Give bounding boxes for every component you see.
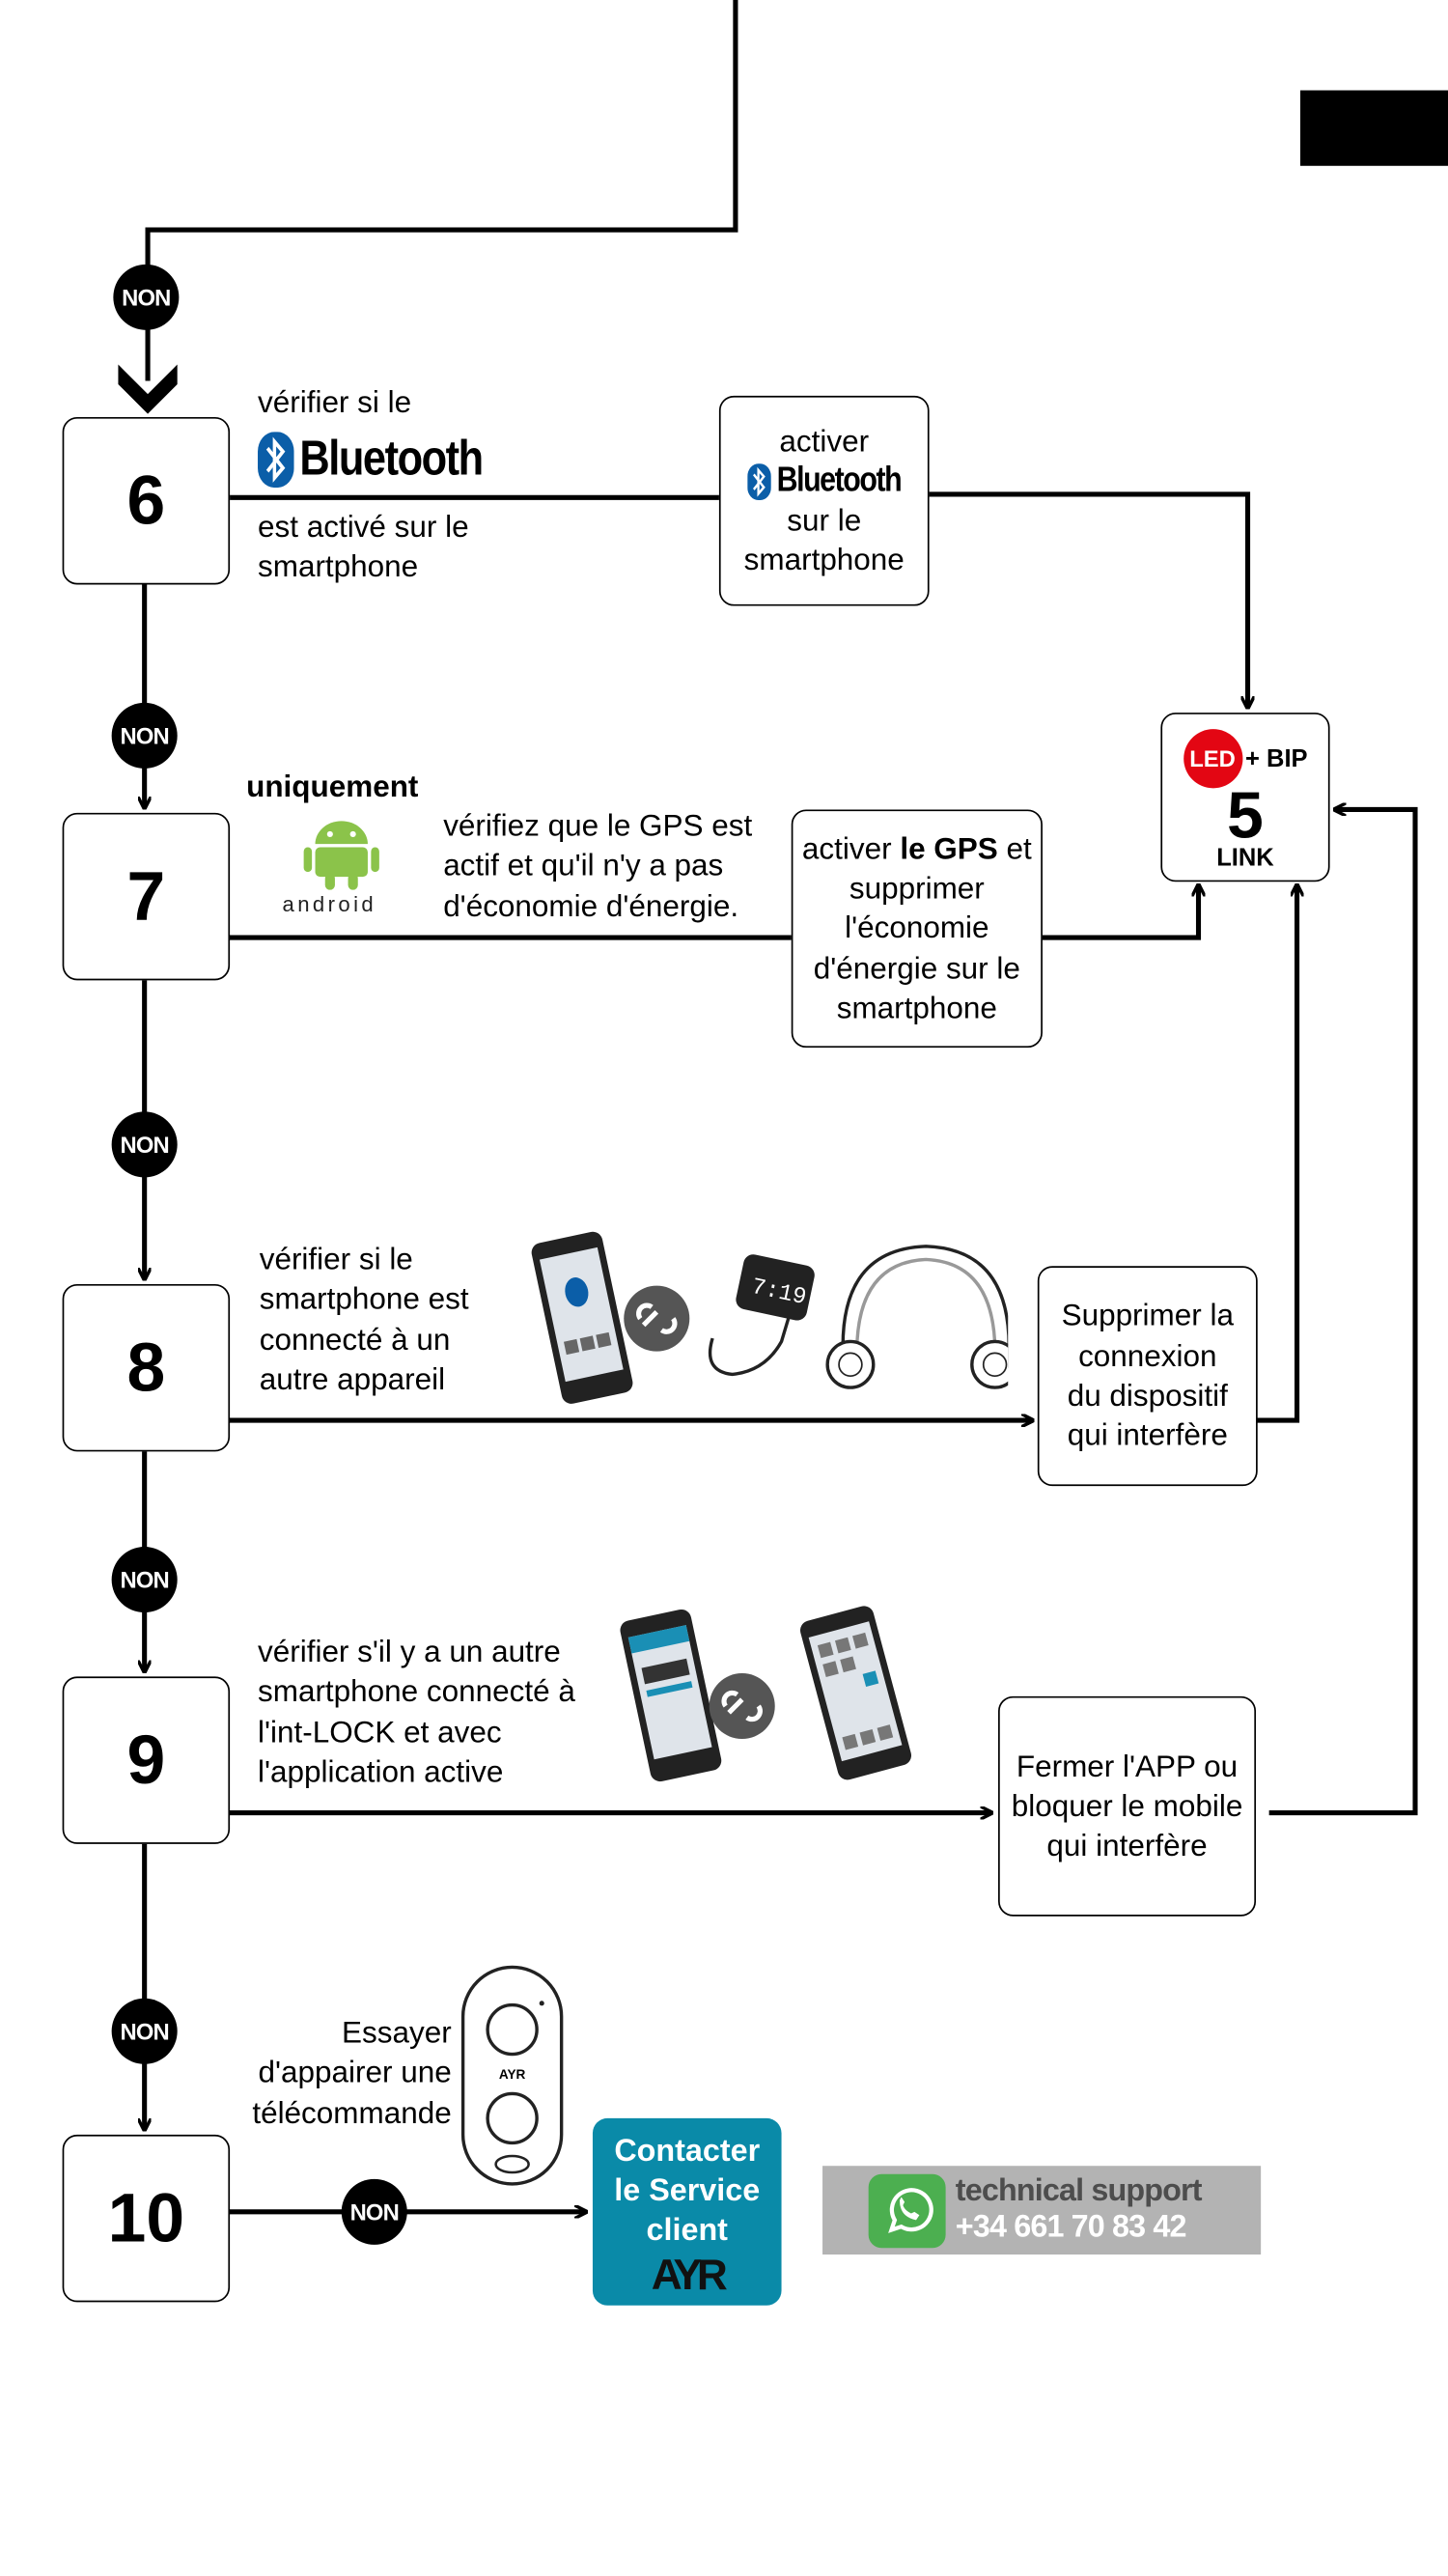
result-label: LINK <box>1216 844 1274 873</box>
step-9-box: 9 <box>62 1676 231 1844</box>
step-number: 6 <box>126 461 166 539</box>
non-badge: NON <box>341 2178 407 2245</box>
bluetooth-logo: Bluetooth <box>747 462 903 501</box>
line-action-led <box>1256 885 1297 1423</box>
result-link-box: LED + BIP 5 LINK <box>1160 713 1330 882</box>
big-arrow-head <box>118 364 178 414</box>
support-phone[interactable]: +34 661 70 83 42 <box>955 2210 1187 2245</box>
second-phone-illustration <box>620 1606 912 1782</box>
line-action-led-2 <box>1268 809 1418 1816</box>
action-enable-bluetooth: activer Bluetooth sur le smartphone <box>718 395 930 606</box>
result-number: 5 <box>1227 779 1264 853</box>
bip-label: + BIP <box>1245 744 1308 773</box>
android-icon <box>303 821 379 890</box>
svg-text:AYR: AYR <box>499 2067 526 2082</box>
bluetooth-wordmark: Bluetooth <box>299 432 484 487</box>
non-badge: NON <box>111 1111 178 1178</box>
non-badge: NON <box>111 1547 178 1613</box>
led-indicator: LED <box>1183 729 1242 789</box>
line-gps-led <box>1042 885 1199 940</box>
support-title: technical support <box>955 2173 1203 2209</box>
link-icon <box>624 1285 690 1352</box>
step-6-text: vérifier si le <box>258 383 412 419</box>
non-badge: NON <box>113 264 180 330</box>
android-wordmark: android <box>282 891 377 916</box>
connected-devices-illustration: 7:19 <box>531 1231 1009 1404</box>
bluetooth-logo: Bluetooth <box>258 432 484 489</box>
step-10-box: 10 <box>62 2134 231 2303</box>
whatsapp-icon <box>868 2172 946 2248</box>
top-connector <box>145 0 738 381</box>
bluetooth-icon <box>258 432 294 489</box>
whatsapp-support[interactable]: technical support +34 661 70 83 42 <box>822 2166 1262 2255</box>
non-badge: NON <box>111 1998 178 2064</box>
bluetooth-icon <box>747 462 771 500</box>
remote-control-icon: AYR <box>460 1965 564 2186</box>
non-badge: NON <box>111 702 178 769</box>
step-8-box: 8 <box>62 1283 231 1452</box>
line-bt-led <box>929 491 1248 708</box>
ayr-logo: AYR <box>651 2249 728 2299</box>
step-7-heading: uniquement <box>246 768 419 803</box>
black-tab <box>1299 90 1448 166</box>
step-6-box: 6 <box>62 416 231 585</box>
step-7-box: 7 <box>62 812 231 981</box>
